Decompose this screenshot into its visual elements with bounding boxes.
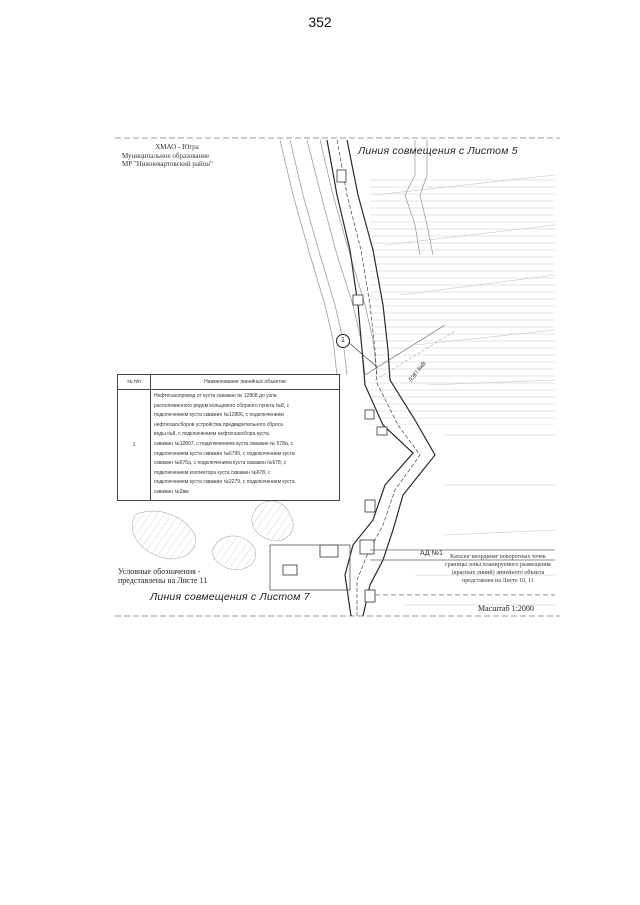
legend-reference-line: представлены на Листе 11 [118, 576, 208, 585]
desc-line: подключением куста скважин №12806, с под… [154, 412, 284, 419]
map-drawing [115, 137, 560, 617]
table-cell-desc: Нефтегазопровод от куста скважин № 12808… [150, 389, 340, 501]
page-number: 352 [308, 14, 332, 30]
table-cell-num: 1 [117, 389, 151, 501]
cable-line [364, 324, 446, 376]
marker-leader [347, 341, 378, 368]
desc-line: скважин №12807, с подключением куста скв… [154, 440, 294, 447]
region-label-line: ХМАО - Югра [155, 143, 199, 151]
objects-table: № п/п Наименование линейных объектов 1 Н… [117, 374, 340, 501]
desc-line: расположенного рядом кольцевого сборного… [154, 402, 290, 409]
region-label-line: Муниципальное образование [122, 151, 210, 160]
legend-reference-line: Условные обозначения - [118, 567, 201, 576]
road-bottom [370, 549, 555, 596]
road-label: АД №1 [420, 550, 443, 557]
catalog-note-line: Каталог координат поворотных точек [450, 554, 546, 560]
catalog-note-line: (красных линий) линейного объекта [451, 570, 545, 576]
cable-line-2 [374, 330, 456, 381]
parcel-lines [370, 174, 556, 606]
table-row: 1 Нефтегазопровод от куста скважин № 128… [117, 389, 340, 501]
table-header-name: Наименование линейных объектов [150, 374, 340, 390]
catalog-note-line: представлен на Листе 10, 11 [462, 578, 534, 584]
desc-line: скважин №676а, с подключением куста сква… [154, 460, 287, 467]
region-label-line: МР "Нижневартовский район" [122, 160, 213, 168]
legend-reference: Условные обозначения - представлены на Л… [118, 567, 238, 585]
catalog-note-line: границы зоны планируемого размещения [445, 562, 551, 568]
desc-line: нефтегазосборов устройства предварительн… [154, 421, 283, 428]
point-marker: 1 [336, 334, 350, 348]
region-label: ХМАО - Югра Муниципальное образование МР… [122, 143, 232, 169]
desc-line: подключением куста скважин №679б, с подк… [154, 450, 295, 457]
catalog-note: Каталог координат поворотных точек грани… [434, 553, 562, 585]
match-line-bottom: Линия совмещения с Листом 7 [150, 591, 310, 603]
lower-site-outline [269, 544, 351, 591]
table-header-num: № п/п [117, 374, 151, 390]
desc-line: воды №8, с подключением нефтегазосбора к… [154, 431, 269, 438]
desc-line: подключением куста скважин №2279, с подк… [154, 479, 295, 486]
desc-line: подключением коллектора куста скважин №6… [154, 469, 271, 476]
match-line-top: Линия совмещения с Листом 5 [358, 145, 518, 157]
scale-label: Масштаб 1:2000 [478, 604, 534, 613]
desc-line: Нефтегазопровод от куста скважин № 12808… [154, 393, 277, 399]
desc-line: скважин №2вм [154, 488, 189, 495]
